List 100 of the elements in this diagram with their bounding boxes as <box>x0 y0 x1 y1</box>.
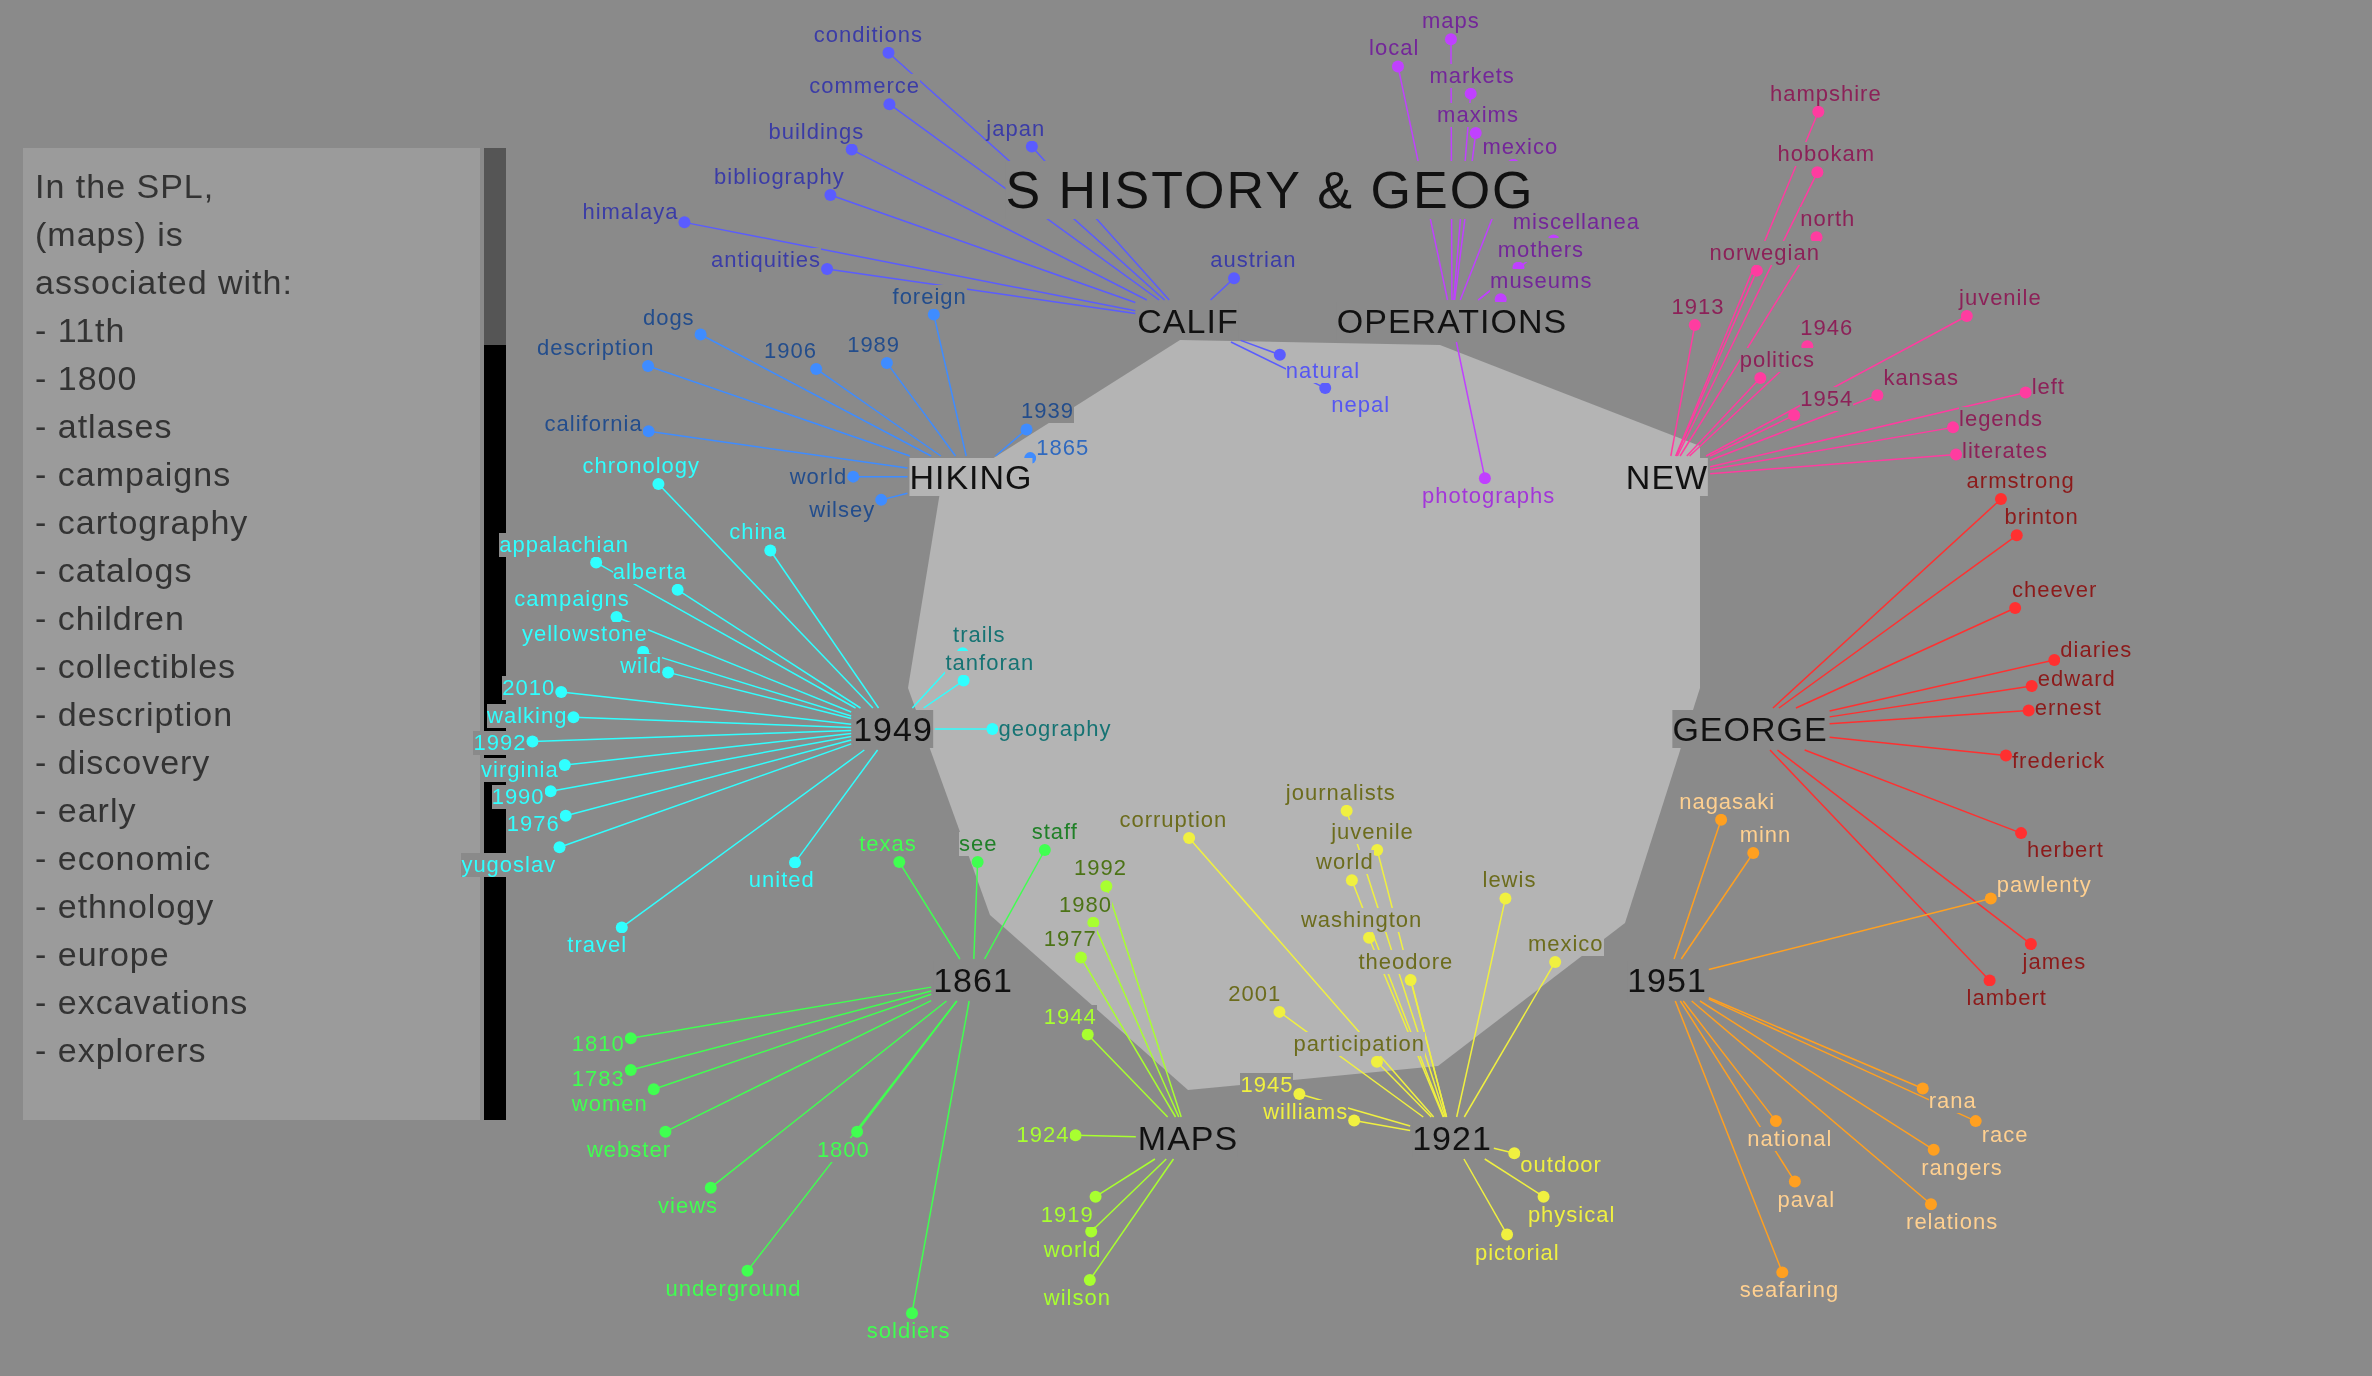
link-line <box>647 993 932 1096</box>
term-label: hobokam <box>1777 142 1875 167</box>
link-line <box>983 844 1051 960</box>
term-label: diaries <box>2060 638 2133 663</box>
link-line <box>624 990 932 1077</box>
term-label: 1944 <box>1043 1004 1097 1029</box>
list-item: - ethnology <box>35 886 216 927</box>
link-line <box>1709 448 1963 475</box>
term-label: appalachian <box>499 532 629 557</box>
link-line <box>1370 1055 1433 1118</box>
link-line <box>1828 736 2012 762</box>
link-line <box>1348 1114 1411 1132</box>
term-label: virginia <box>481 758 559 782</box>
link-line <box>544 735 852 798</box>
term-label: juvenile <box>1331 820 1414 844</box>
term-label: antiquities <box>711 248 822 273</box>
term-label: 1800 <box>816 1137 870 1162</box>
link-line <box>671 583 862 709</box>
link-line <box>1680 847 1760 960</box>
list-item: - collectibles <box>35 646 238 687</box>
term-label: theodore <box>1358 950 1454 975</box>
hub-label: HIKING <box>909 458 1033 496</box>
term-label: seafaring <box>1739 1278 1840 1303</box>
term-label: 1990 <box>491 785 545 810</box>
term-label: 1954 <box>1800 387 1854 412</box>
link-line <box>1778 529 2023 709</box>
link-line <box>553 743 852 854</box>
link-line <box>1074 951 1177 1118</box>
link-line <box>1708 998 1982 1128</box>
link-line <box>637 645 852 717</box>
link-line <box>764 544 880 709</box>
list-item: - 11th <box>35 310 127 351</box>
link-line <box>1679 1000 1801 1188</box>
link-line <box>678 216 1137 312</box>
link-line <box>1709 386 2032 468</box>
link-line <box>694 328 932 457</box>
link-line <box>847 470 909 483</box>
link-line <box>1183 831 1435 1118</box>
term-label: walking <box>487 703 568 728</box>
term-label: james <box>2022 950 2087 975</box>
link-line <box>659 999 932 1138</box>
list-item: - europe <box>35 934 171 975</box>
link-line <box>1709 421 1959 471</box>
link-line <box>1239 339 1286 361</box>
link-line <box>1674 1000 1789 1279</box>
link-line <box>567 711 852 729</box>
list-item: - explorers <box>35 1030 208 1071</box>
link-line <box>704 1000 948 1194</box>
link-line <box>642 359 911 457</box>
link-line <box>1024 452 1037 465</box>
term-label: juvenile <box>1959 286 2042 310</box>
term-label: norwegian <box>1709 240 1820 265</box>
link-line <box>559 739 852 822</box>
term-label: washington <box>1300 907 1423 932</box>
hub-label: GEORGE <box>1672 710 1828 748</box>
term-label: markets <box>1429 63 1515 88</box>
link-line <box>851 1000 958 1138</box>
link-line <box>1828 654 2061 712</box>
term-label: museums <box>1490 269 1593 294</box>
link-line <box>927 308 967 457</box>
link-line <box>1690 1000 1937 1211</box>
term-label: nepal <box>1331 393 1391 418</box>
link-line <box>741 1000 958 1277</box>
link-line <box>1455 341 1491 485</box>
link-line <box>1795 601 2022 709</box>
link-line <box>893 856 961 960</box>
link-line <box>1828 704 2035 725</box>
link-line <box>1100 880 1182 1118</box>
hub-label: 1949 <box>853 710 933 748</box>
term-label: legends <box>1959 407 2044 432</box>
link-line <box>1404 974 1448 1118</box>
term-label: geography <box>998 717 1112 742</box>
term-label: mothers <box>1497 237 1585 262</box>
link-line <box>1772 493 2007 709</box>
link-line <box>1463 955 1562 1118</box>
link-line <box>642 425 909 469</box>
link-line <box>789 749 879 869</box>
link-line <box>1682 1000 1782 1128</box>
link-line <box>824 189 1137 304</box>
link-line <box>1673 813 1728 960</box>
link-line <box>624 986 932 1045</box>
term-label: world <box>1316 850 1374 875</box>
link-line <box>1087 916 1180 1118</box>
term-label: 1992 <box>473 730 527 755</box>
link-line <box>1463 1158 1514 1241</box>
link-line <box>922 674 970 709</box>
link-line <box>1709 389 1884 461</box>
term-label: bibliography <box>714 165 845 189</box>
link-line <box>810 362 942 457</box>
link-line <box>615 749 866 934</box>
term-label: tanforan <box>945 650 1035 675</box>
term-label: photographs <box>1422 484 1556 509</box>
link-line <box>880 356 957 457</box>
link-line <box>1209 272 1240 301</box>
link-line <box>1699 1000 1940 1156</box>
term-label: yellowstone <box>521 621 648 646</box>
panel-heading: In the SPL, (maps) is associated with: <box>35 166 294 303</box>
term-label: yugoslav <box>461 853 557 878</box>
list-item: - early <box>35 790 138 831</box>
list-item: - 1800 <box>35 358 139 399</box>
